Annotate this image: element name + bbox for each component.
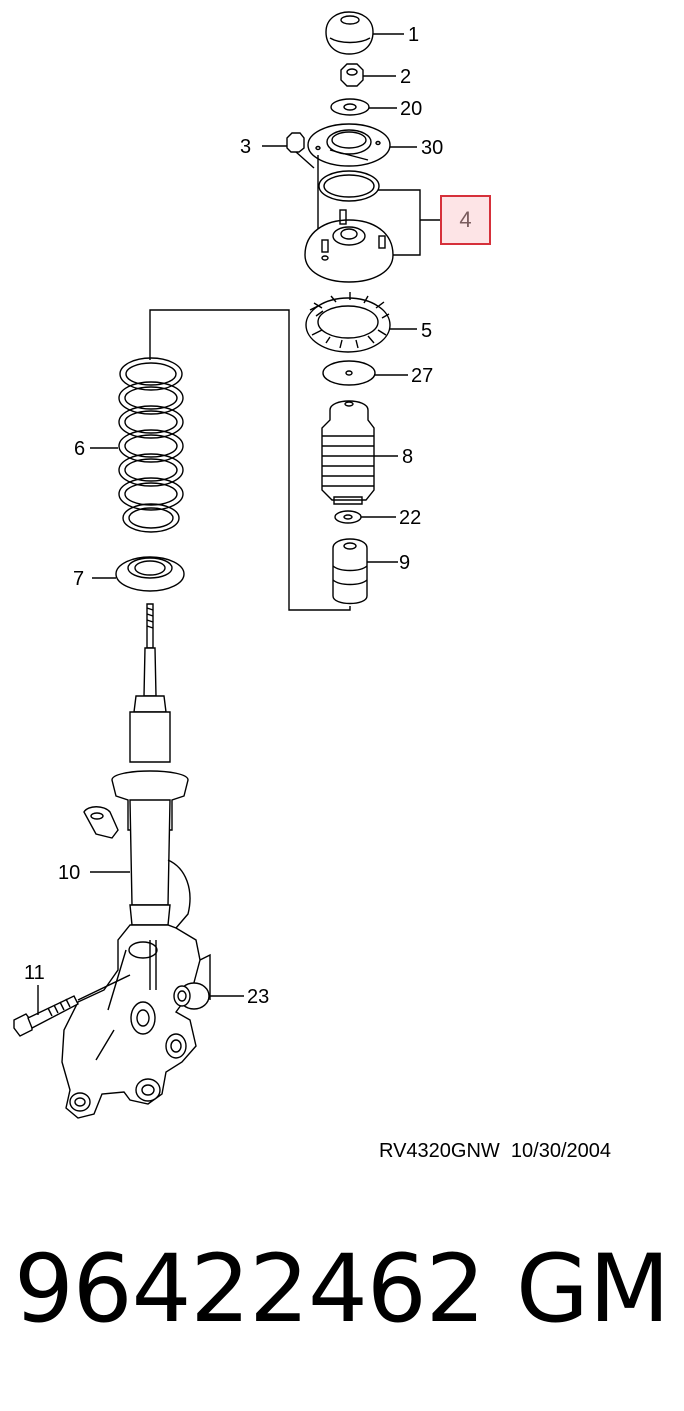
callout-6: 6	[74, 438, 85, 460]
part-6-coil-spring	[90, 357, 184, 533]
callout-20: 20	[400, 98, 422, 120]
part-20-washer	[330, 98, 397, 116]
part-11-bolt	[13, 974, 131, 1037]
part-4-strut-mount	[304, 170, 440, 283]
callout-5: 5	[421, 320, 432, 342]
callout-4[interactable]: 4	[459, 207, 472, 232]
part-2-nut	[340, 63, 396, 87]
brand-label: GM	[516, 1235, 670, 1344]
callout-1: 1	[408, 24, 419, 46]
callout-10: 10	[58, 862, 80, 884]
part-27-seat	[322, 360, 408, 386]
part-1-dust-cap	[325, 11, 404, 55]
part-9-bump-stop	[149, 309, 398, 611]
callout-30: 30	[421, 137, 443, 159]
callout-3: 3	[240, 136, 251, 158]
callout-9: 9	[399, 552, 410, 574]
callout-27: 27	[411, 365, 433, 387]
part-8-dust-boot	[321, 400, 398, 505]
callout-23: 23	[247, 986, 269, 1008]
highlighted-part-box[interactable]	[440, 195, 491, 245]
part-23-bushing	[173, 982, 244, 1010]
callout-8: 8	[402, 446, 413, 468]
part-7-spring-seat	[92, 556, 185, 592]
part-30-upper-plate	[307, 123, 417, 230]
knuckle-carrier	[61, 806, 211, 1119]
part-22-washer	[334, 510, 396, 524]
callout-11: 11	[24, 962, 45, 984]
part-number: 96422462	[14, 1235, 485, 1344]
drawing-code-date: RV4320GNW 10/30/2004	[379, 1140, 612, 1162]
callout-2: 2	[400, 66, 411, 88]
part-5-bearing	[305, 292, 417, 353]
callout-7: 7	[73, 568, 84, 590]
part-10-shock-absorber	[90, 603, 189, 926]
part-3-nut	[262, 132, 315, 169]
callout-22: 22	[399, 507, 421, 529]
